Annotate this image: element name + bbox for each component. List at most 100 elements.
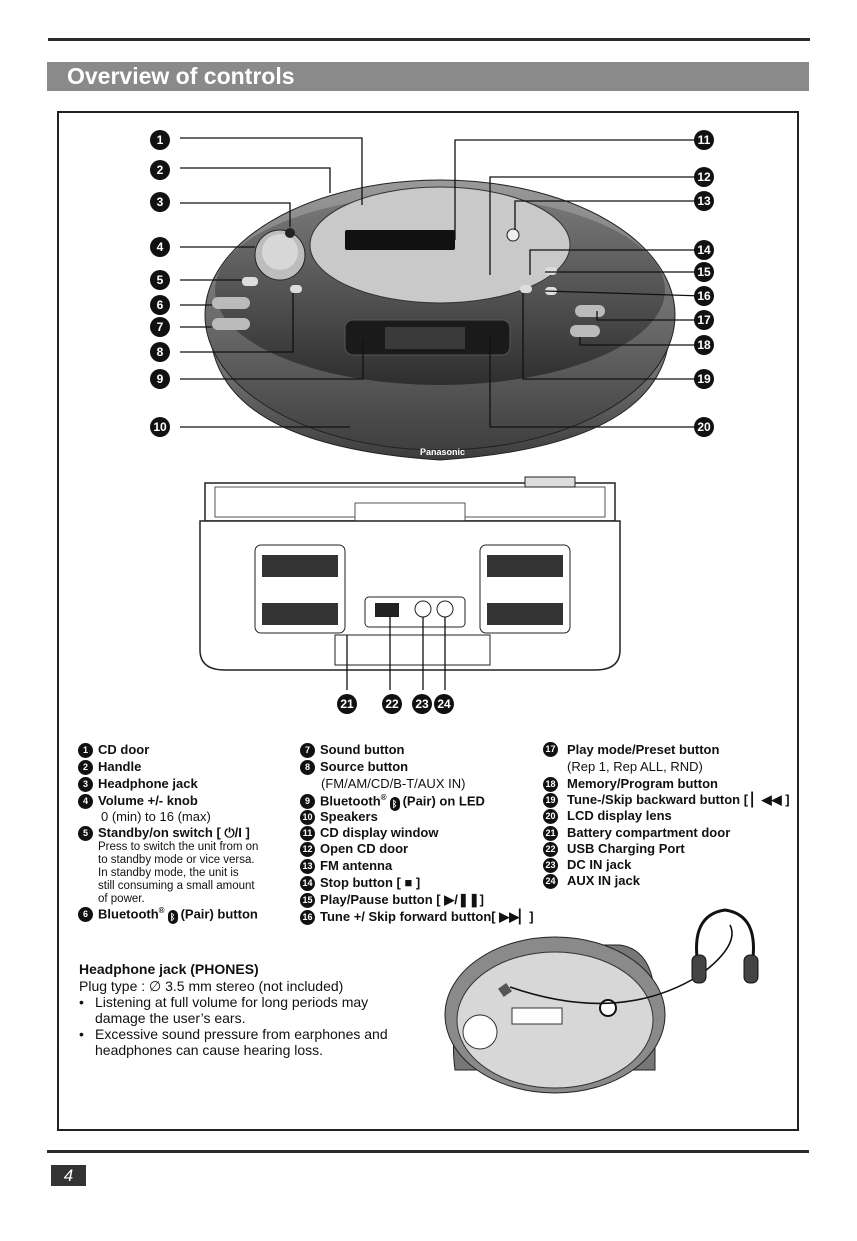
headphone-warning-2b: headphones can cause hearing loss.: [95, 1042, 324, 1058]
callout-21: 21: [337, 694, 357, 714]
callout-3: 3: [150, 192, 170, 212]
legend-item-tune-backward: Tune-/Skip backward button [ ▏◀◀ ]: [567, 792, 790, 807]
legend-note-standby-3: In standby mode, the unit is: [98, 867, 239, 879]
callout-8: 8: [150, 342, 170, 362]
callout-14: 14: [694, 240, 714, 260]
callout-24: 24: [434, 694, 454, 714]
headphone-plug-type: Plug type : ∅ 3.5 mm stereo (not include…: [79, 978, 344, 994]
callout-1: 1: [150, 130, 170, 150]
legend-num: 24: [543, 874, 558, 889]
legend-item-cd-window: CD display window: [320, 825, 439, 840]
legend-item-tune-forward: Tune +/ Skip forward button[ ▶▶▏]: [320, 909, 534, 924]
legend-item-volume-knob: Volume +/- knob: [98, 793, 198, 808]
callout-15: 15: [694, 262, 714, 282]
legend-item-standby-switch: Standby/on switch [ ⏻/I ]: [98, 825, 250, 840]
legend-item-lcd-lens: LCD display lens: [567, 808, 672, 823]
callout-23: 23: [412, 694, 432, 714]
registered-mark: ®: [380, 793, 387, 802]
legend-item-play-mode: Play mode/Preset button: [567, 742, 720, 757]
callout-18: 18: [694, 335, 714, 355]
registered-mark: ®: [158, 906, 165, 915]
legend-item-dc-in: DC IN jack: [567, 857, 632, 872]
device-front-illustration: Panasonic: [180, 137, 704, 461]
legend-text: (Pair) on LED: [402, 793, 485, 809]
callout-6: 6: [150, 295, 170, 315]
headphone-section-title: Headphone jack (PHONES): [79, 961, 259, 977]
legend-num: 6: [78, 907, 93, 922]
legend-num: 18: [543, 777, 558, 792]
diagram-frame: [57, 111, 799, 1131]
device-rear-illustration: [199, 476, 621, 690]
callout-13: 13: [694, 191, 714, 211]
callout-10: 10: [150, 417, 170, 437]
page-number: 4: [51, 1165, 86, 1186]
top-rule: [48, 38, 810, 41]
legend-num: 12: [300, 842, 315, 857]
legend-item-speakers: Speakers: [320, 809, 378, 824]
legend-item-handle: Handle: [98, 759, 142, 774]
bluetooth-icon: ᛒ: [167, 910, 178, 925]
bottom-rule: [47, 1150, 809, 1153]
brand-label: Panasonic: [420, 447, 465, 457]
legend-num: 10: [300, 810, 315, 825]
legend-text: (Pair) button: [180, 906, 258, 922]
legend-note-play-mode: (Rep 1, Rep ALL, RND): [567, 759, 703, 774]
bullet-dot: •: [79, 1026, 84, 1042]
callout-9: 9: [150, 369, 170, 389]
legend-item-sound-button: Sound button: [320, 742, 405, 757]
legend-item-usb-port: USB Charging Port: [567, 841, 685, 856]
legend-item-open-cd-door: Open CD door: [320, 841, 409, 856]
legend-num: 15: [300, 893, 315, 908]
legend-note-source: (FM/AM/CD/B-T/AUX IN): [321, 776, 466, 791]
headphone-connection-illustration: [444, 908, 759, 1094]
legend-num: 21: [543, 826, 558, 841]
section-title-bar: Overview of controls: [47, 62, 809, 91]
legend-item-aux-in: AUX IN jack: [567, 873, 640, 888]
legend-text: Bluetooth: [320, 793, 381, 809]
legend-note-standby-1: Press to switch the unit from on: [98, 841, 259, 853]
legend-num: 14: [300, 876, 315, 891]
legend-note-standby-4: still consuming a small amount: [98, 880, 255, 892]
legend-note-standby-2: to standby mode or vice versa.: [98, 854, 255, 866]
legend-item-play-pause: Play/Pause button [ ▶/❚❚]: [320, 892, 484, 907]
callout-12: 12: [694, 167, 714, 187]
legend-num: 16: [300, 910, 315, 925]
callout-19: 19: [694, 369, 714, 389]
legend-num: 1: [78, 743, 93, 758]
legend-num: 20: [543, 809, 558, 824]
headphone-warning-1b: damage the user’s ears.: [95, 1010, 246, 1026]
legend-num: 7: [300, 743, 315, 758]
legend-num: 9: [300, 794, 315, 809]
legend-num: 2: [78, 760, 93, 775]
section-title: Overview of controls: [67, 63, 295, 89]
legend-item-bt-led: Bluetooth®ᛒ(Pair) on LED: [320, 793, 485, 812]
callout-16: 16: [694, 286, 714, 306]
legend-item-bt-pair-button: Bluetooth®ᛒ(Pair) button: [98, 906, 258, 925]
legend-num: 22: [543, 842, 558, 857]
bluetooth-icon: ᛒ: [389, 797, 400, 812]
legend-num: 19: [543, 793, 558, 808]
legend-item-stop-button: Stop button [ ■ ]: [320, 875, 421, 890]
legend-num: 3: [78, 777, 93, 792]
legend-num: 5: [78, 826, 93, 841]
legend-num: 23: [543, 858, 558, 873]
callout-20: 20: [694, 417, 714, 437]
legend-item-source-button: Source button: [320, 759, 409, 774]
callout-4: 4: [150, 237, 170, 257]
legend-text: Bluetooth: [98, 906, 159, 922]
legend-item-fm-antenna: FM antenna: [320, 858, 393, 873]
headphone-warning-2: Excessive sound pressure from earphones …: [95, 1026, 388, 1042]
bullet-dot: •: [79, 994, 84, 1010]
legend-item-battery-door: Battery compartment door: [567, 825, 731, 840]
headphone-warning-1: Listening at full volume for long period…: [95, 994, 369, 1010]
legend-num: 17: [543, 742, 558, 757]
callout-11: 11: [694, 130, 714, 150]
callout-7: 7: [150, 317, 170, 337]
callout-17: 17: [694, 310, 714, 330]
legend-num: 13: [300, 859, 315, 874]
legend-num: 11: [300, 826, 315, 841]
legend-item-memory: Memory/Program button: [567, 776, 718, 791]
legend-item-cd-door: CD door: [98, 742, 150, 757]
callout-2: 2: [150, 160, 170, 180]
legend-note-standby-5: of power.: [98, 893, 145, 905]
